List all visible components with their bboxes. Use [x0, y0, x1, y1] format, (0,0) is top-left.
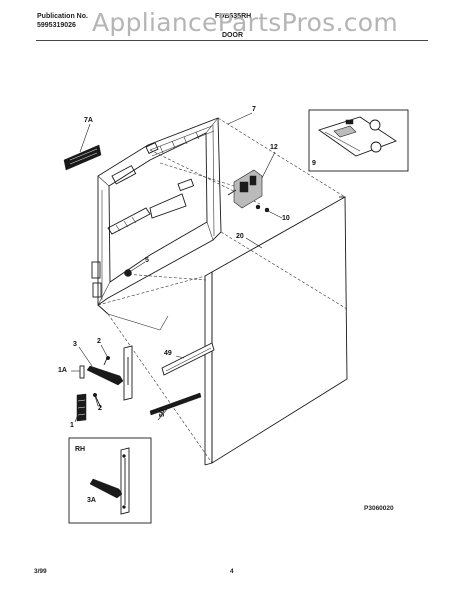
- callout-7: 7: [252, 106, 256, 113]
- callout-9: 9: [312, 160, 316, 167]
- callout-50: 50: [159, 409, 166, 417]
- callout-rh: RH: [75, 446, 86, 453]
- trim-strip-49: [161, 342, 215, 376]
- publication-number: 5995319026: [37, 22, 76, 29]
- callout-49: 49: [164, 350, 172, 357]
- page-number: 4: [230, 568, 234, 575]
- top-rail-detail: [149, 125, 215, 157]
- callout-1: 1: [70, 422, 74, 429]
- inner-door-liner: [91, 117, 222, 315]
- callout-20: 20: [236, 233, 244, 240]
- callout-3: 3: [73, 341, 77, 348]
- callout-5: 5: [145, 257, 149, 264]
- callout-2-upper: 2: [97, 338, 101, 345]
- callout-1a: 1A: [58, 367, 67, 374]
- callout-12: 12: [270, 144, 278, 151]
- dispenser-inset: [308, 109, 409, 172]
- callout-2-lower: 2: [98, 405, 102, 412]
- header-rule: [36, 40, 428, 41]
- leader-lines: [71, 112, 283, 423]
- trim-strip-50: [149, 392, 202, 416]
- callout-3a: 3A: [87, 497, 96, 504]
- section-title: DOOR: [222, 32, 243, 39]
- outer-door-panel: [204, 196, 348, 466]
- callout-7a: 7A: [84, 117, 93, 124]
- watermark: AppliancePartsPros.com: [92, 8, 399, 37]
- model-number: FDB635RH: [215, 13, 252, 20]
- publication-label: Publication No.: [37, 13, 88, 20]
- callout-10: 10: [282, 215, 290, 222]
- figure-id: P3060020: [364, 505, 394, 512]
- vent-grille: [63, 144, 102, 171]
- latch-bracket: [227, 169, 270, 213]
- footer-date: 3/99: [34, 568, 47, 575]
- screw-part-5: [124, 269, 132, 277]
- rh-hinge-inset: [68, 437, 152, 524]
- hinge-arm-assembly: [76, 345, 133, 422]
